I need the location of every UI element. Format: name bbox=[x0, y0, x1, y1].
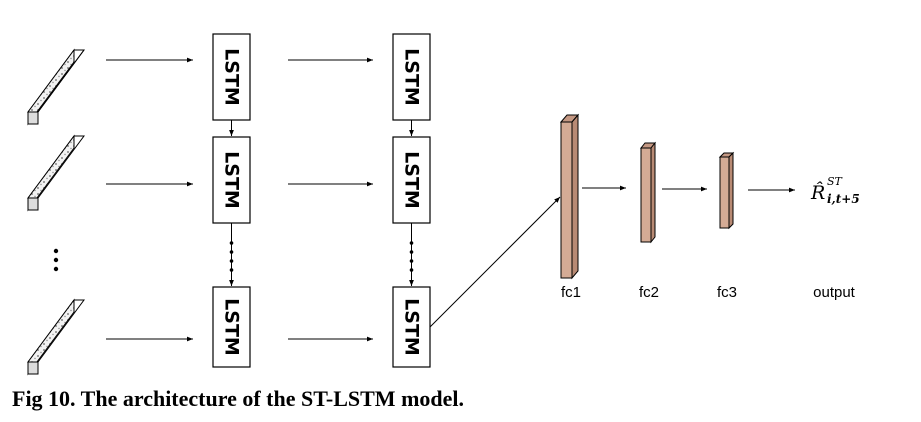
lstm-label: LSTM bbox=[221, 298, 243, 356]
input-slab-n bbox=[28, 300, 84, 374]
fc3-label: fc3 bbox=[717, 284, 737, 301]
output-symbol-superscript: ST bbox=[827, 175, 844, 188]
lstm-to-fc1-arrow bbox=[430, 197, 560, 327]
output-symbol: R̂ ST i,t+5 bbox=[810, 175, 860, 206]
fc1-layer bbox=[561, 115, 578, 278]
lstm-label: LSTM bbox=[221, 48, 243, 106]
output-symbol-base: R̂ bbox=[810, 182, 825, 204]
lstm-cell-2-n: LSTM bbox=[393, 287, 430, 367]
fc3-layer bbox=[720, 153, 733, 228]
output-label: output bbox=[813, 284, 856, 301]
lstm-label: LSTM bbox=[221, 151, 243, 209]
lstm-label: LSTM bbox=[401, 151, 423, 209]
lstm-label: LSTM bbox=[401, 48, 423, 106]
output-symbol-subscript: i,t+5 bbox=[827, 192, 860, 206]
lstm-cell-1-n: LSTM bbox=[213, 287, 250, 367]
input-slab-1 bbox=[28, 50, 84, 124]
lstm-cell-1-2: LSTM bbox=[213, 137, 250, 223]
lstm-cell-2-2: LSTM bbox=[393, 137, 430, 223]
fc2-layer bbox=[641, 143, 655, 242]
fc2-label: fc2 bbox=[639, 284, 659, 301]
fc1-label: fc1 bbox=[561, 284, 581, 301]
lstm-cell-2-1: LSTM bbox=[393, 34, 430, 120]
lstm-cell-1-1: LSTM bbox=[213, 34, 250, 120]
lstm-label: LSTM bbox=[401, 298, 423, 356]
input-ellipsis bbox=[54, 249, 58, 271]
figure-caption: Fig 10. The architecture of the ST-LSTM … bbox=[12, 386, 464, 412]
input-slab-2 bbox=[28, 136, 84, 210]
